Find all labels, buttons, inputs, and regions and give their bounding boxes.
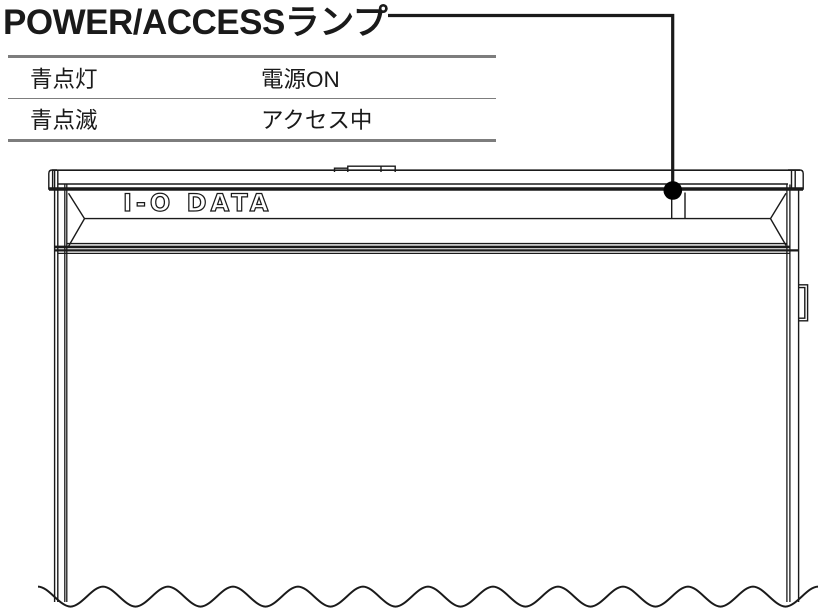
bezel-right-bevel bbox=[769, 192, 787, 246]
lamp-state-cell: 青点滅 bbox=[30, 108, 98, 133]
left-front-edges bbox=[64, 184, 68, 602]
table-row: 青点灯 電源ON bbox=[8, 58, 496, 99]
left-side-edges bbox=[53, 171, 59, 602]
left-end-cap bbox=[48, 169, 57, 190]
lamp-state-cell: 青点灯 bbox=[30, 67, 98, 92]
table-row: 青点滅 アクセス中 bbox=[8, 99, 496, 139]
callout-line bbox=[388, 13, 675, 182]
right-end-cap bbox=[788, 169, 804, 190]
lamp-status-table: 青点灯 電源ON 青点滅 アクセス中 bbox=[8, 55, 496, 142]
top-tab bbox=[333, 165, 396, 172]
lamp-indicator-dot bbox=[663, 181, 683, 200]
page-title: POWER/ACCESSランプ bbox=[3, 3, 388, 42]
lamp-meaning-cell: アクセス中 bbox=[261, 108, 373, 133]
io-data-logo: I-O DATA bbox=[123, 189, 272, 217]
right-front-edges bbox=[786, 184, 791, 602]
lamp-meaning-cell: 電源ON bbox=[261, 67, 340, 92]
wave-cutoff-line bbox=[37, 585, 819, 608]
side-button bbox=[798, 284, 809, 322]
bezel-left-bevel bbox=[67, 192, 86, 247]
